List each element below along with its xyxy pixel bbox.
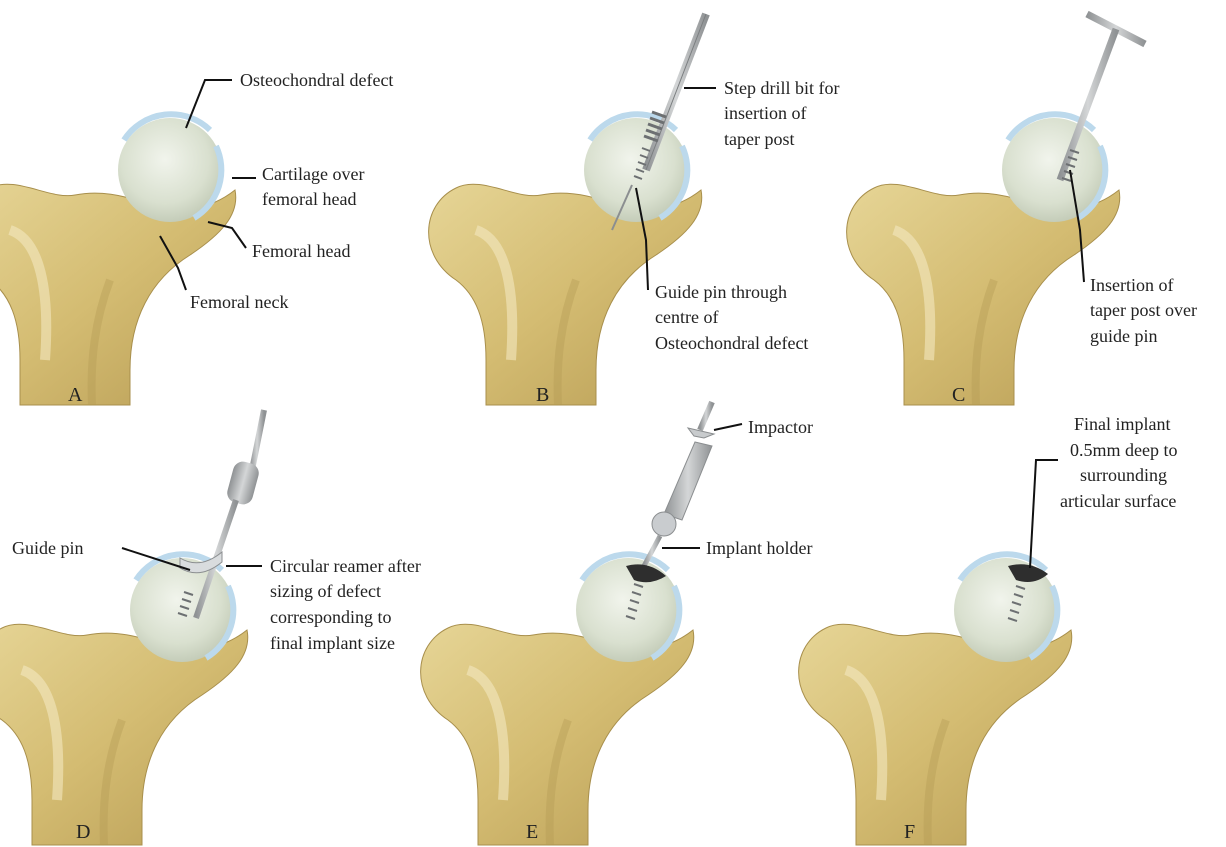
label-femoral-neck: Femoral neck xyxy=(190,292,288,312)
label-step-drill-line3: taper post xyxy=(724,129,794,149)
panel-a: Osteochondral defect Cartilage over femo… xyxy=(0,70,393,406)
label-reamer-line1: Circular reamer after xyxy=(270,556,421,576)
femur-illustration-e xyxy=(421,554,694,845)
panel-e: Impactor Implant holder E xyxy=(421,402,813,845)
label-final-line4: articular surface xyxy=(1060,491,1176,511)
label-insertion-line2: taper post over xyxy=(1090,300,1197,320)
label-final-line1: Final implant xyxy=(1074,414,1171,434)
panel-b: Step drill bit for insertion of taper po… xyxy=(429,14,840,406)
label-guide-pin-b-line3: Osteochondral defect xyxy=(655,333,808,353)
panel-letter-c: C xyxy=(952,384,965,406)
label-final-line2: 0.5mm deep to xyxy=(1070,440,1177,460)
leader-final-implant-f xyxy=(1030,460,1058,568)
label-guide-pin-d: Guide pin xyxy=(12,538,84,558)
label-insertion-line1: Insertion of xyxy=(1090,275,1173,295)
panel-letter-b: B xyxy=(536,384,549,406)
leader-impactor-e xyxy=(714,424,742,430)
panel-letter-e: E xyxy=(526,821,538,843)
panel-f: Final implant 0.5mm deep to surrounding … xyxy=(799,414,1178,845)
label-guide-pin-b-line1: Guide pin through xyxy=(655,282,787,302)
panel-c: Insertion of taper post over guide pin C xyxy=(847,14,1197,406)
label-reamer-line3: corresponding to xyxy=(270,607,391,627)
femur-illustration-b xyxy=(429,114,702,405)
label-cartilage-line1: Cartilage over xyxy=(262,164,364,184)
label-step-drill-line2: insertion of xyxy=(724,103,807,123)
label-femoral-head: Femoral head xyxy=(252,241,350,261)
label-guide-pin-b-line2: centre of xyxy=(655,307,718,327)
label-osteochondral-defect: Osteochondral defect xyxy=(240,70,393,90)
label-insertion-line3: guide pin xyxy=(1090,326,1158,346)
label-impactor: Impactor xyxy=(748,417,813,437)
label-reamer-line4: final implant size xyxy=(270,633,395,653)
label-final-line3: surrounding xyxy=(1080,465,1167,485)
label-cartilage-line2: femoral head xyxy=(262,189,356,209)
label-step-drill-line1: Step drill bit for xyxy=(724,78,840,98)
femur-illustration-d xyxy=(0,554,248,845)
label-reamer-line2: sizing of defect xyxy=(270,581,381,601)
panel-letter-a: A xyxy=(68,384,83,406)
femur-illustration-f xyxy=(799,554,1072,845)
panel-d: Guide pin Circular reamer after sizing o… xyxy=(0,410,421,845)
label-implant-holder: Implant holder xyxy=(706,538,812,558)
femur-illustration-a xyxy=(0,114,236,405)
panel-letter-f: F xyxy=(904,821,915,843)
femur-illustration-c xyxy=(847,114,1120,405)
panel-letter-d: D xyxy=(76,821,90,843)
